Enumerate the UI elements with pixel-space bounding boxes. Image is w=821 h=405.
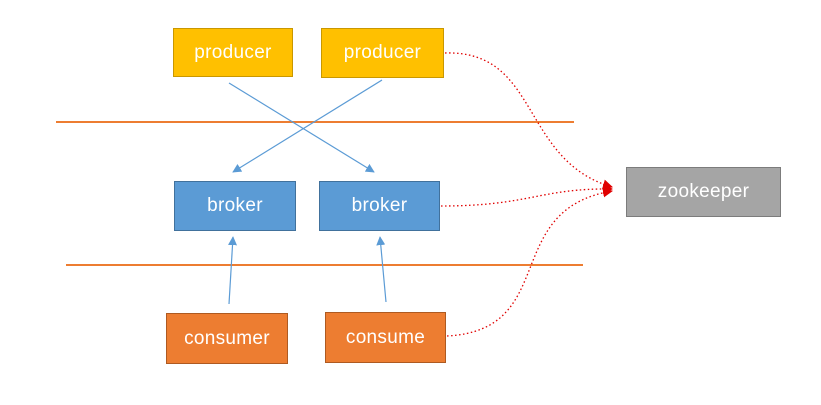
producer-node-2: producer — [321, 28, 444, 78]
consumer-node-2-label: consume — [345, 326, 426, 348]
zookeeper-node-label: zookeeper — [657, 181, 750, 202]
broker-node-1-label: broker — [207, 195, 263, 216]
broker-node-2: broker — [319, 181, 440, 231]
edge-broker-2-to-zookeeper — [440, 183, 613, 207]
edge-consumer-2-to-broker-2 — [376, 236, 387, 303]
broker-node-1: broker — [174, 181, 296, 231]
producer-node-1-label: producer — [194, 41, 272, 63]
zookeeper-node: zookeeper — [626, 167, 781, 217]
edge-producer-2-to-zookeeper — [444, 52, 613, 190]
edge-consumer-2-to-zookeeper — [446, 187, 613, 337]
edge-consumer-1-to-broker-1 — [228, 236, 238, 305]
broker-node-2-label: broker — [351, 195, 408, 216]
producer-node-1: producer — [173, 28, 293, 77]
edge-producer-1-to-broker-2 — [228, 82, 375, 173]
producer-node-2-label: producer — [343, 42, 422, 63]
consumer-node-1-label: consumer — [184, 327, 270, 349]
edge-producer-2-to-broker-1 — [232, 79, 383, 173]
consumer-node-1: consumer — [166, 313, 288, 364]
consumer-node-2: consume — [325, 312, 446, 363]
